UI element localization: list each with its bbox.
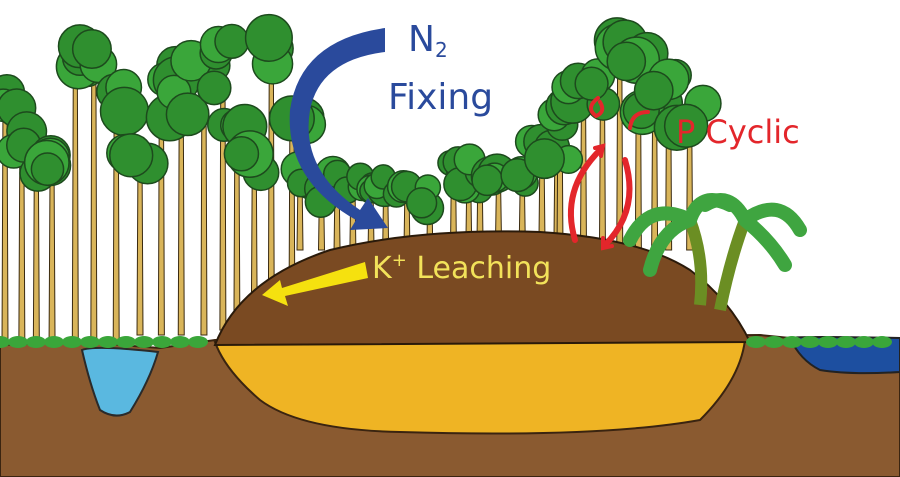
grass-tuft: [746, 336, 766, 348]
tree-canopy: [223, 135, 260, 172]
grass-tuft: [80, 336, 100, 348]
grass-tuft: [800, 336, 820, 348]
grass-tuft: [872, 336, 892, 348]
n2-fixing-arrow: [289, 28, 388, 230]
k-leaching-arrow: [262, 262, 368, 306]
grass-tuft: [836, 336, 856, 348]
grass-tuft: [854, 336, 874, 348]
grass-tuft: [764, 336, 784, 348]
tree-canopy: [196, 70, 232, 106]
tree-trunk: [90, 42, 98, 346]
grass-tuft: [116, 336, 136, 348]
grass-tuft: [44, 336, 64, 348]
n2-text: N: [408, 19, 435, 60]
tree-canopy: [109, 133, 154, 178]
tree-canopy: [633, 70, 674, 111]
p-cyclic-label: P Cyclic: [676, 113, 800, 151]
tree-canopy: [471, 164, 504, 197]
grass-tuft: [0, 336, 10, 348]
grass-tuft: [818, 336, 838, 348]
forest-canopy: [0, 13, 722, 226]
p-cyclic-arrows: [567, 96, 650, 251]
tree-canopy: [30, 152, 65, 186]
tree-canopy: [99, 86, 150, 136]
tree-canopy: [606, 41, 647, 82]
fixing-label: Fixing: [388, 77, 494, 118]
tree-canopy: [663, 103, 709, 149]
grass-tuft: [98, 336, 118, 348]
grass-tuft: [26, 336, 46, 348]
tree-trunk: [71, 62, 79, 346]
n2-label: N2: [408, 19, 448, 62]
n2-subscript: 2: [434, 38, 448, 62]
k-superscript: +: [391, 250, 407, 271]
tree-canopy: [574, 66, 609, 101]
pond-water: [80, 346, 160, 417]
palm-trees: [623, 193, 807, 312]
grass-tuft: [170, 336, 190, 348]
tree-canopy: [165, 92, 210, 137]
sea-water: [788, 336, 900, 375]
tree-canopy: [71, 29, 112, 70]
sand-lens: [213, 338, 747, 435]
grass-tuft: [62, 336, 82, 348]
leaching-text: Leaching: [406, 251, 552, 286]
grass-tuft: [782, 336, 802, 348]
grass-tuft: [152, 336, 172, 348]
tree-canopy: [405, 187, 438, 219]
k-text: K: [372, 251, 392, 286]
grass-tufts: [0, 336, 892, 348]
tree-canopy: [244, 13, 293, 62]
tree-canopy: [214, 23, 250, 59]
grass-tuft: [8, 336, 28, 348]
grass-tuft: [188, 336, 208, 348]
k-leaching-label: K+ Leaching: [372, 252, 551, 284]
tree-canopy: [523, 138, 565, 180]
tree-trunk: [48, 166, 56, 346]
grass-tuft: [134, 336, 154, 348]
